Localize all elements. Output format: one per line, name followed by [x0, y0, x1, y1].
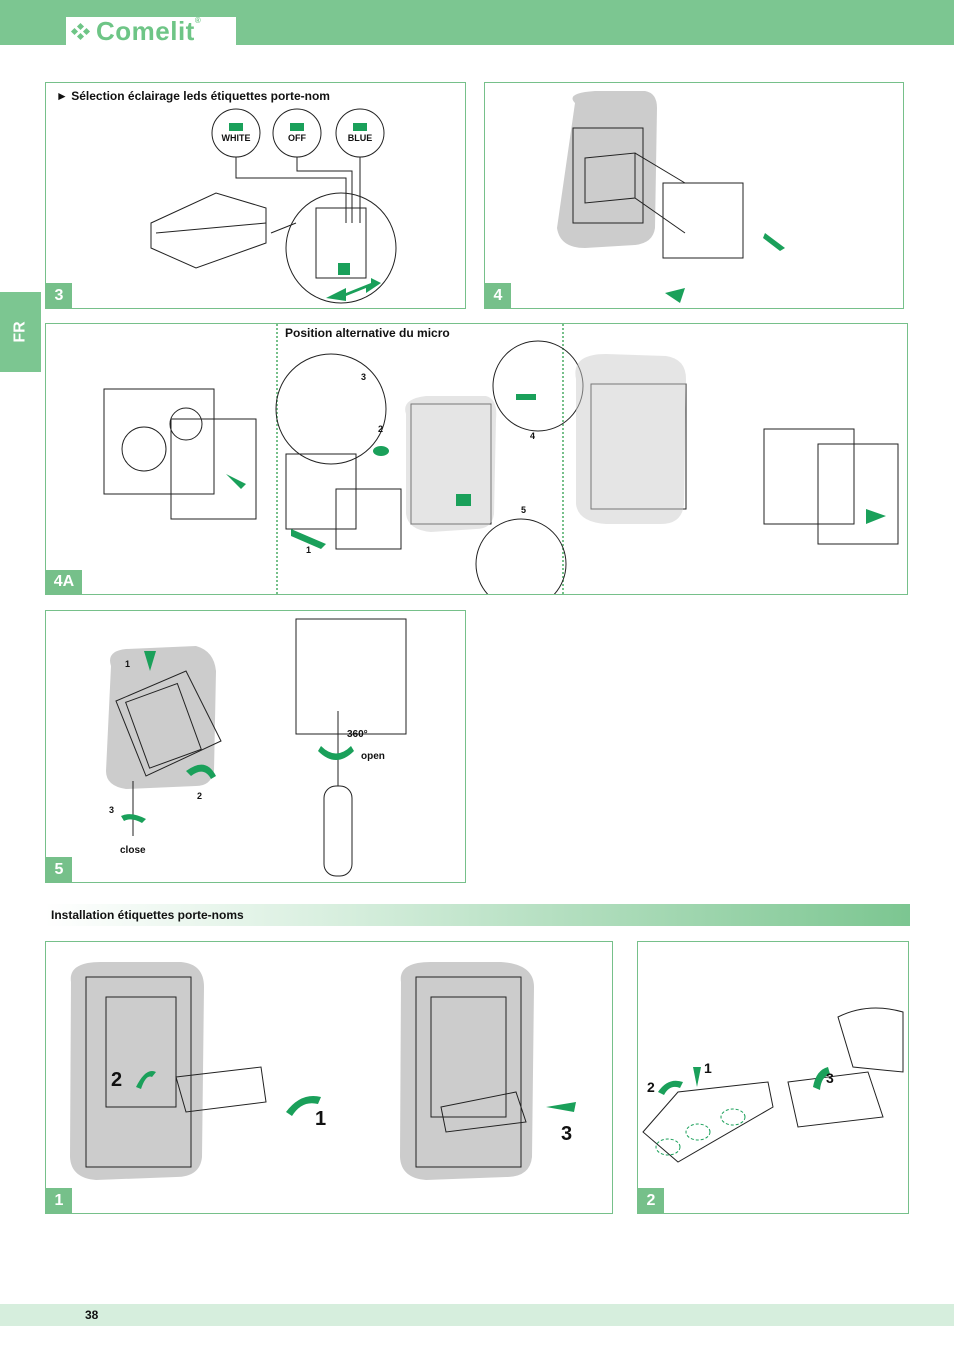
panel-number-2: 2: [638, 1188, 664, 1214]
step-2-label: 2: [111, 1069, 123, 1091]
panel-number-4a: 4A: [46, 570, 82, 594]
step-1-label: 1: [704, 1060, 712, 1076]
comelit-logo-icon: [70, 22, 91, 41]
step-1-label: 1: [125, 659, 131, 669]
divider-left: [276, 324, 278, 594]
led-label-off: OFF: [288, 133, 306, 143]
panel-4: 4: [484, 82, 904, 309]
step-3-label: 3: [109, 805, 115, 815]
led-label-blue: BLUE: [347, 133, 373, 143]
led-selection-illustration: [150, 108, 397, 304]
panel-5: 1 2 3 close 360° open 5: [45, 610, 466, 883]
panel-3: ► Sélection éclairage leds étiquettes po…: [45, 82, 466, 309]
module-mounting-illustration: [557, 91, 785, 303]
brand-logo: Comelit®: [96, 16, 202, 46]
section-title-bar: Installation étiquettes porte-noms: [45, 904, 910, 926]
panel-2: 1 2 3 2: [637, 941, 909, 1214]
section-title: Installation étiquettes porte-noms: [51, 908, 244, 922]
footer-bar: 38: [0, 1304, 954, 1326]
panel-1: 2 1 3 1: [45, 941, 613, 1214]
led-label-white: WHITE: [221, 133, 251, 143]
open-label: open: [361, 751, 385, 762]
rotation-label: 360°: [347, 729, 368, 740]
frame-fixing-illustration: [106, 618, 407, 877]
nameplate-insertion-illustration: [642, 1007, 904, 1163]
nameplate-removal-illustration: [70, 962, 576, 1180]
panel-number-3: 3: [46, 283, 72, 309]
panel-number-4: 4: [485, 283, 511, 309]
step-2-label: 2: [378, 424, 384, 434]
language-tab: FR: [0, 292, 41, 372]
logo-background: [66, 17, 236, 45]
panel-number-1: 1: [46, 1188, 72, 1214]
panel-number-5: 5: [46, 857, 72, 883]
close-label: close: [120, 845, 146, 856]
panel-4a-title: Position alternative du micro: [285, 326, 450, 340]
page-number: 38: [85, 1308, 99, 1322]
step-3-label: 3: [361, 372, 367, 382]
step-1-label: 1: [306, 545, 312, 555]
panel-3-title: ► Sélection éclairage leds étiquettes po…: [56, 89, 330, 103]
step-2-label: 2: [647, 1079, 655, 1095]
step-1-label: 1: [315, 1108, 327, 1130]
step-3-label: 3: [561, 1123, 573, 1145]
microphone-alternative-illustration: [103, 340, 899, 594]
divider-right: [562, 324, 564, 594]
panel-4a: Position alternative du micro: [45, 323, 908, 595]
step-3-label: 3: [826, 1070, 834, 1086]
step-4-label: 4: [530, 431, 536, 441]
step-5-label: 5: [521, 505, 527, 515]
step-2-label: 2: [197, 791, 203, 801]
